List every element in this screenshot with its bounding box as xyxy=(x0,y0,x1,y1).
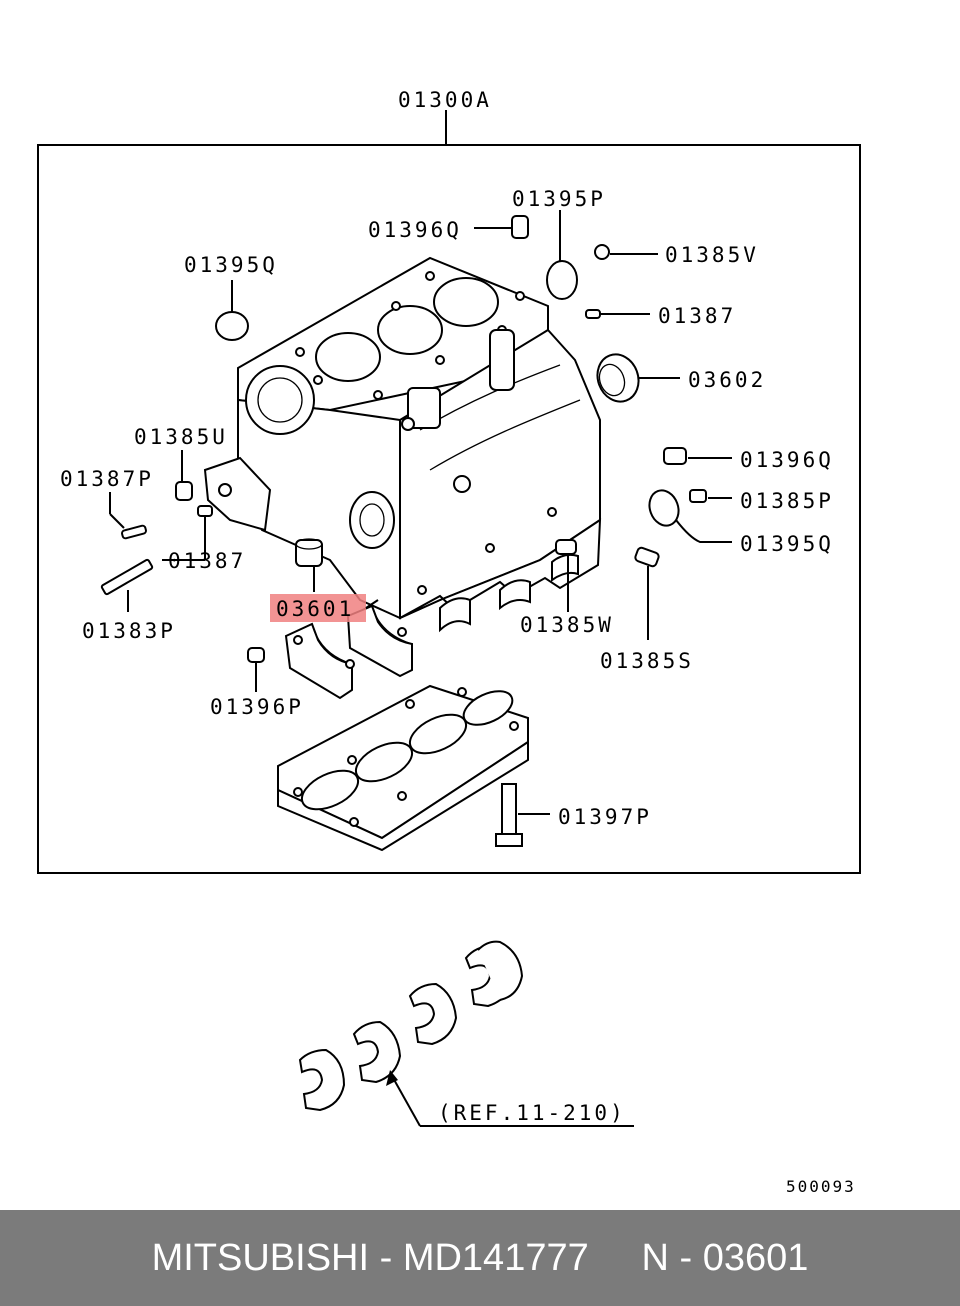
part-01385P: 01385P xyxy=(689,489,834,513)
part-01383P: 01383P xyxy=(82,558,176,643)
label-01387-left: 01387 xyxy=(168,549,246,573)
part-01385S: 01385S xyxy=(600,546,694,673)
part-01385W: 01385W xyxy=(520,539,614,637)
label-01300A: 01300A xyxy=(398,88,492,112)
label-01385U: 01385U xyxy=(134,425,228,449)
label-01385P: 01385P xyxy=(740,489,834,513)
part-01396P: 01396P xyxy=(210,647,304,719)
label-01396Q-right: 01396Q xyxy=(740,448,834,472)
label-01397P: 01397P xyxy=(558,805,652,829)
cylinder-block xyxy=(203,256,602,633)
label-01395P: 01395P xyxy=(512,187,606,211)
label-01385V: 01385V xyxy=(665,243,759,267)
part-01396Q-top: 01396Q xyxy=(368,215,529,242)
label-01385S: 01385S xyxy=(600,649,694,673)
label-01385W: 01385W xyxy=(520,613,614,637)
part-01385U: 01385U xyxy=(134,425,228,501)
part-01395Q-right: 01395Q xyxy=(648,489,834,556)
part-01385V: 01385V xyxy=(594,243,759,267)
part-01395Q-left: 01395Q xyxy=(184,253,278,341)
label-03602: 03602 xyxy=(688,368,766,392)
label-03601: 03601 xyxy=(276,597,354,621)
main-bearing-shells xyxy=(298,940,524,1112)
label-01387-right: 01387 xyxy=(658,304,736,328)
part-01396Q-right: 01396Q xyxy=(663,447,834,472)
assembly-frame xyxy=(37,144,861,874)
part-01395P: 01395P xyxy=(512,187,606,300)
footer-bar: MITSUBISHI - MD141777 N - 03601 xyxy=(0,1210,960,1306)
part-03602: 03602 xyxy=(596,353,766,403)
label-01396P: 01396P xyxy=(210,695,304,719)
label-01396Q-top: 01396Q xyxy=(368,218,462,242)
part-03601: 03601 xyxy=(270,538,379,622)
label-01395Q-left: 01395Q xyxy=(184,253,278,277)
part-01397P: 01397P xyxy=(495,783,652,847)
part-01387-right: 01387 xyxy=(585,304,736,328)
footer-part-info: MITSUBISHI - MD141777 N - 03601 xyxy=(151,1236,809,1279)
drawing-number: 500093 xyxy=(786,1177,856,1196)
main-bearing-caps xyxy=(284,604,413,700)
reference-leader: (REF.11-210) xyxy=(386,1070,634,1127)
label-01383P: 01383P xyxy=(82,619,176,643)
bearing-cap-ladder xyxy=(277,684,529,852)
part-01387P: 01387P xyxy=(60,467,154,540)
highlight-03601 xyxy=(270,594,366,622)
part-01387-left: 01387 xyxy=(162,505,246,573)
exploded-parts-diagram: 01300A xyxy=(37,88,861,1196)
reference-label: (REF.11-210) xyxy=(438,1101,626,1125)
label-01387P: 01387P xyxy=(60,467,154,491)
label-01395Q-right: 01395Q xyxy=(740,532,834,556)
